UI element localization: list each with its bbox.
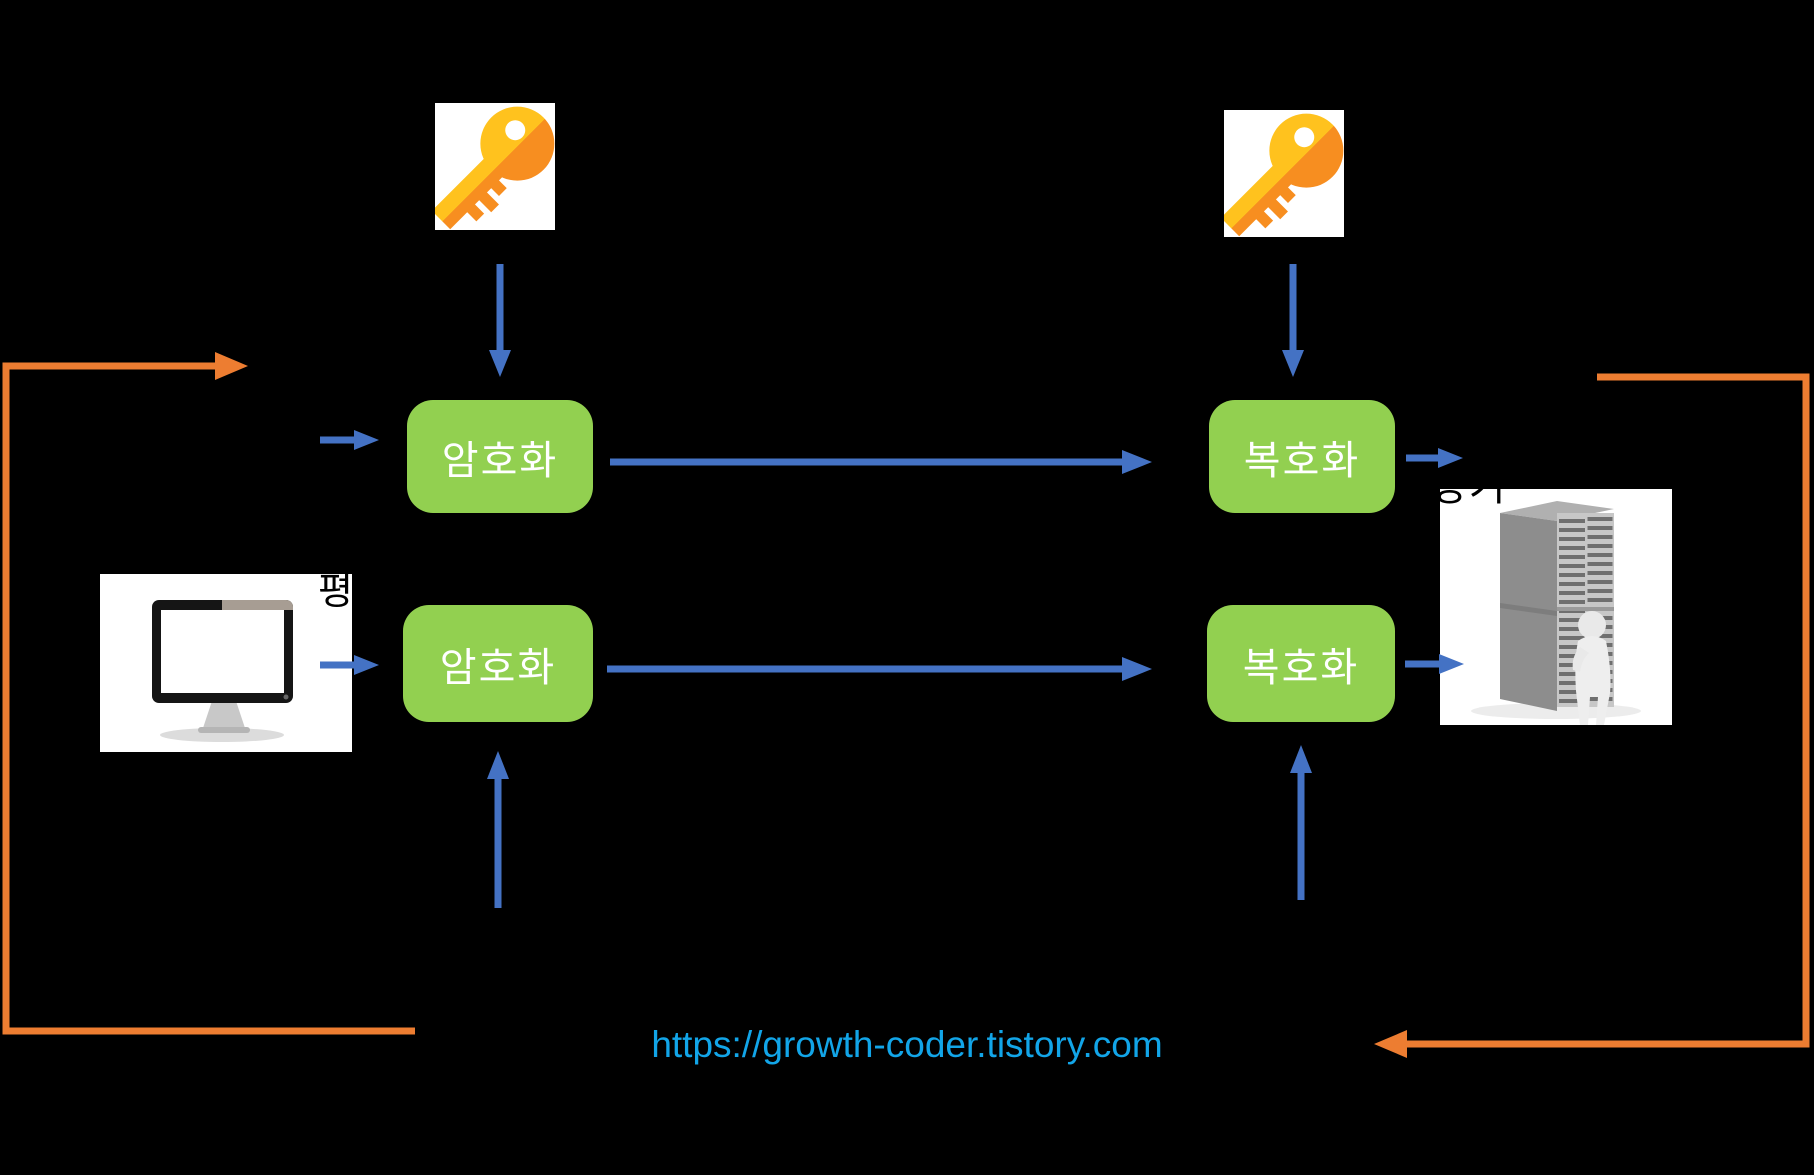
decrypt-box-bottom: 복호화 — [1207, 605, 1395, 722]
key-image-left — [435, 103, 555, 230]
encrypt-box-top: 암호화 — [407, 400, 593, 513]
arrowhead — [1122, 657, 1152, 681]
storage-label: 장기 — [1431, 465, 1507, 509]
arrowhead — [354, 655, 379, 675]
server-rack-icon — [1471, 501, 1641, 725]
key-image-right — [1224, 110, 1344, 237]
server-image — [1440, 489, 1672, 725]
arrowhead-orange-left — [1374, 1030, 1407, 1058]
key-icon — [1224, 113, 1344, 237]
plaintext-label: 평 — [318, 571, 353, 613]
arrowhead — [489, 350, 511, 377]
encrypt-box-bottom: 암호화 — [403, 605, 593, 722]
arrowhead — [354, 430, 379, 450]
computer-monitor-icon — [152, 600, 293, 742]
site-url: https://growth-coder.tistory.com — [651, 1024, 1163, 1065]
arrowhead — [1290, 745, 1312, 773]
arrowhead — [487, 751, 509, 779]
decrypt-box-top: 복호화 — [1209, 400, 1395, 513]
arrowhead-orange-right — [215, 352, 248, 380]
arrowhead — [1282, 350, 1304, 377]
sender-computer-image — [100, 574, 352, 752]
arrowhead — [1122, 450, 1152, 474]
key-icon — [435, 106, 555, 230]
